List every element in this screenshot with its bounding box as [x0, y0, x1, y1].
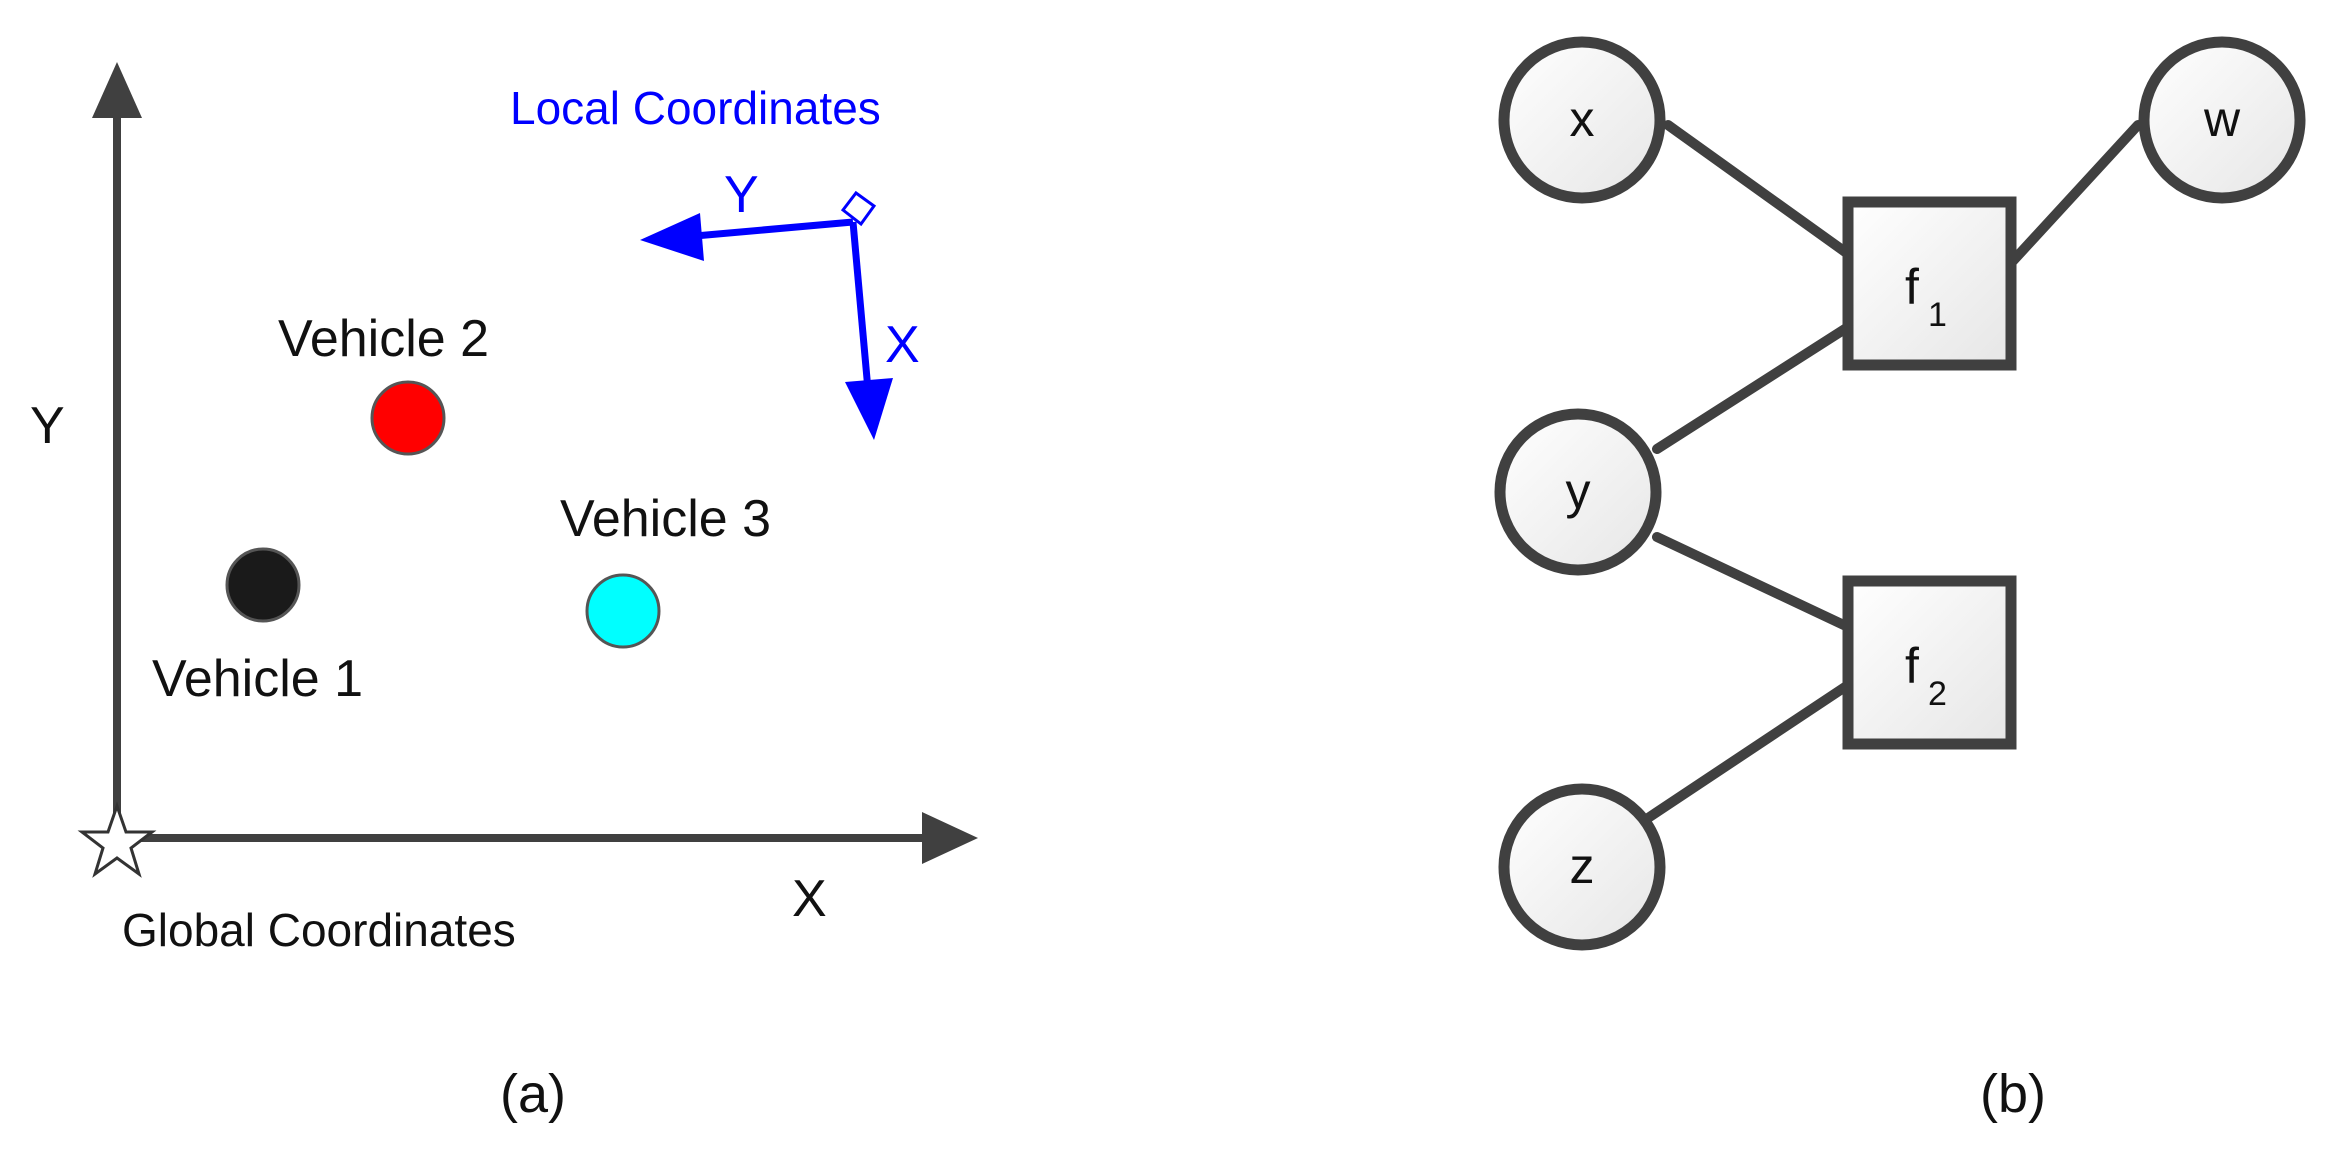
variable-node-x-label: x [1570, 91, 1595, 147]
panel-a-caption: (a) [500, 1064, 566, 1124]
variable-node-w: w [2138, 36, 2306, 204]
variable-node-w-label: w [2203, 91, 2241, 147]
local-x-axis-label: X [885, 316, 920, 374]
vehicle-1-marker [225, 547, 301, 623]
global-y-axis-label: Y [30, 397, 65, 455]
variable-node-x: x [1498, 36, 1666, 204]
vehicle-3-marker [585, 573, 661, 649]
variable-node-z-label: z [1570, 838, 1595, 894]
vehicle-1-label: Vehicle 1 [152, 650, 363, 708]
factor-graph-edges [1643, 120, 2143, 823]
edge-y-f1 [1652, 322, 1853, 454]
edge-w-f1 [2007, 120, 2143, 267]
edge-y-f2 [1652, 532, 1853, 632]
variable-node-y-label: y [1566, 463, 1591, 519]
edge-z-f2 [1643, 680, 1853, 823]
local-frame [640, 190, 893, 440]
local-coordinates-label: Local Coordinates [510, 82, 881, 134]
factor-node-f2: f 2 [1842, 575, 2017, 750]
factor-node-f1-subscript: 1 [1928, 296, 1947, 334]
panel-a: Y X Global Coordinates Local Coordinates… [30, 62, 978, 1124]
global-x-axis-label: X [792, 870, 827, 928]
edge-x-f1 [1663, 120, 1853, 259]
variable-node-z: z [1498, 783, 1666, 951]
vehicle-2-marker [370, 380, 446, 456]
global-x-axis [117, 812, 978, 864]
panel-b-caption: (b) [1980, 1064, 2046, 1124]
star-icon [77, 801, 157, 878]
vehicle-3-label: Vehicle 3 [560, 490, 771, 548]
global-y-axis [92, 62, 142, 838]
vehicle-2-label: Vehicle 2 [278, 310, 489, 368]
factor-node-f2-subscript: 2 [1928, 675, 1947, 713]
panel-b: x w y z f 1 f 2 (b) [1494, 36, 2306, 1124]
factor-node-f1-label: f [1905, 259, 1919, 315]
local-y-axis-label: Y [724, 166, 759, 224]
global-coordinates-label: Global Coordinates [122, 904, 516, 956]
factor-node-f2-label: f [1905, 638, 1919, 694]
variable-node-y: y [1494, 408, 1662, 576]
factor-node-f1: f 1 [1842, 196, 2017, 371]
